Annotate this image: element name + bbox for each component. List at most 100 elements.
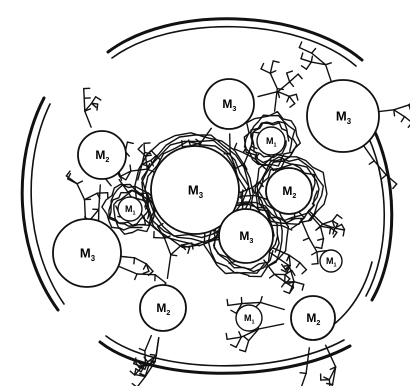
branch-tick — [130, 165, 131, 171]
branch-tick — [260, 297, 262, 303]
particle-m3: M3 — [219, 209, 273, 263]
branch-chain — [306, 348, 309, 374]
branch-chain — [322, 239, 324, 249]
branch-chain — [261, 69, 270, 73]
branch-tick — [253, 132, 259, 133]
branch-chain — [405, 117, 410, 123]
branch-tick — [77, 181, 82, 184]
branch-chain — [306, 62, 311, 69]
branch-chain — [259, 324, 284, 329]
branch-tick — [231, 345, 236, 348]
branch-chain — [290, 74, 299, 82]
branch-tick — [299, 42, 301, 48]
particle-subscript: 1 — [133, 210, 136, 216]
branch-chain — [236, 337, 241, 347]
branch-chain — [84, 89, 85, 99]
branch-tick — [343, 230, 344, 236]
branch-tick — [231, 310, 236, 313]
particle-layer: M3M3M3M3M3M2M2M2M2M1M1M1M1 — [53, 79, 379, 340]
branch-chain — [258, 92, 278, 97]
branch-tick — [287, 96, 289, 102]
branch-tick — [239, 332, 242, 337]
particle-m1: M1 — [320, 250, 342, 272]
branch-chain — [155, 275, 166, 283]
branch-tick — [227, 299, 228, 305]
particle-subscript: 2 — [292, 191, 296, 200]
particle-m2: M2 — [291, 296, 335, 340]
branch-tick — [393, 184, 397, 189]
particle-subscript: 1 — [274, 142, 277, 148]
branch-tick — [316, 247, 322, 248]
branch-chain — [228, 304, 242, 306]
branch-chain — [92, 97, 96, 104]
branch-tick — [311, 56, 312, 62]
particle-subscript: 1 — [252, 319, 255, 325]
branch-chain — [270, 73, 277, 88]
branch-tick — [369, 161, 374, 164]
branch-chain — [394, 105, 409, 110]
branch-tick — [273, 61, 279, 62]
branch-tick — [312, 252, 317, 255]
branch-chain — [165, 238, 171, 255]
branch-tick — [330, 228, 331, 234]
branch-chain — [285, 275, 290, 279]
particle-m1: M1 — [118, 197, 142, 221]
branch-tick — [282, 264, 286, 269]
branch-tick — [301, 53, 303, 59]
branch-chain — [85, 111, 91, 127]
branch-chain — [278, 82, 290, 92]
branch-chain — [154, 238, 165, 239]
branch-tick — [302, 284, 304, 290]
particle-subscript: 2 — [166, 308, 170, 317]
branch-tick — [139, 349, 145, 351]
branch-chain — [299, 48, 311, 54]
branch-tick — [277, 89, 283, 90]
branch-tick — [298, 74, 302, 79]
branch-chain — [135, 258, 147, 264]
branch-chain — [97, 193, 108, 194]
particle-m2: M2 — [78, 131, 126, 179]
branch-tick — [240, 350, 246, 352]
branch-tick — [138, 145, 142, 149]
branch-tick — [261, 64, 264, 69]
branch-tick — [326, 63, 332, 65]
branch-chain — [245, 341, 248, 352]
particle-m1: M1 — [257, 127, 285, 155]
branch-chain — [329, 380, 330, 386]
branch-chain — [84, 98, 85, 111]
particle-subscript: 3 — [347, 117, 352, 126]
particle-m3: M3 — [204, 79, 254, 129]
particle-m1: M1 — [236, 305, 262, 331]
particle-m3: M3 — [53, 219, 121, 287]
branch-tick — [296, 263, 299, 268]
branch-chain — [289, 255, 300, 262]
branch-tick — [282, 282, 286, 287]
particle-m2: M2 — [140, 285, 186, 331]
branch-tick — [296, 94, 298, 100]
boundary-arc-bottom-outer — [100, 342, 350, 373]
branch-chain — [260, 302, 284, 309]
branch-chain — [131, 169, 148, 171]
branch-tick — [182, 141, 183, 147]
branch-chain — [171, 245, 182, 255]
branch-tick — [96, 97, 101, 100]
branch-tick — [304, 238, 310, 240]
branch-tick — [130, 371, 135, 375]
branch-chain — [287, 73, 290, 82]
branch-tick — [244, 337, 249, 341]
branch-tick — [342, 224, 345, 229]
branch-chain — [242, 302, 261, 303]
branch-tick — [302, 270, 306, 274]
particle-subscript: 3 — [249, 236, 253, 245]
branch-tick — [312, 264, 318, 265]
branch-chain — [394, 110, 405, 117]
particle-subscript: 3 — [199, 191, 204, 200]
branch-chain — [137, 377, 145, 386]
branch-chain — [77, 184, 85, 200]
branch-chain — [335, 228, 345, 230]
branch-tick — [188, 248, 190, 254]
particle-subscript: 2 — [105, 155, 109, 164]
branch-chain — [144, 143, 145, 152]
